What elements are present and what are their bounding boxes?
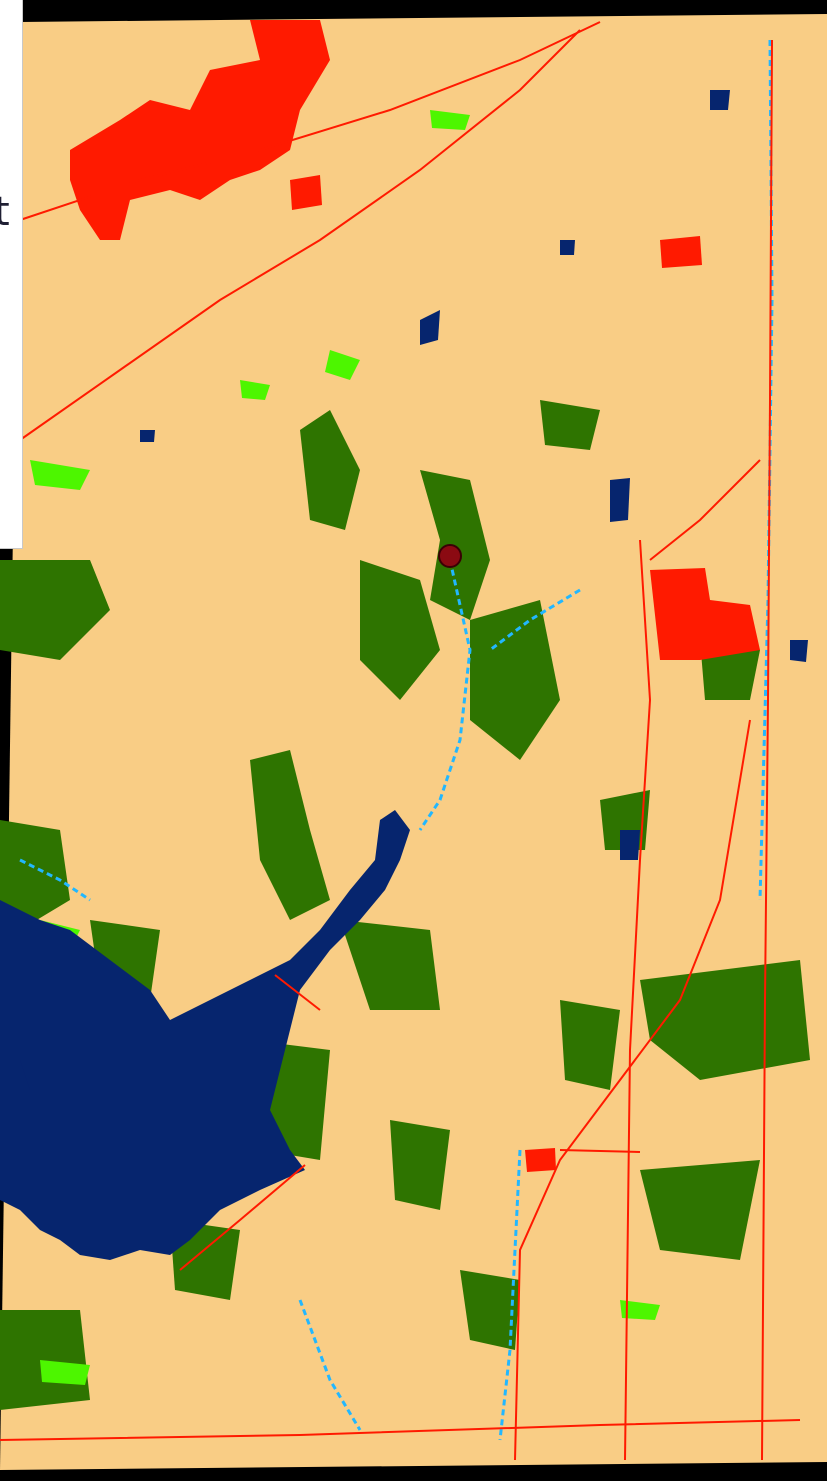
road bbox=[0, 1419, 801, 1441]
forest-patch bbox=[560, 1000, 620, 1090]
stream-trace bbox=[489, 588, 581, 652]
forest-patch bbox=[0, 560, 110, 660]
road-layer bbox=[0, 21, 801, 1461]
road bbox=[19, 29, 581, 441]
forest-patch bbox=[0, 1310, 90, 1410]
reservoir-lake bbox=[0, 810, 410, 1260]
road bbox=[19, 21, 601, 221]
road bbox=[559, 1149, 641, 1153]
grassland-patch bbox=[30, 460, 90, 490]
forest-patch bbox=[540, 400, 600, 450]
grassland-patch bbox=[40, 1360, 90, 1385]
forest-patch bbox=[250, 750, 330, 920]
road bbox=[514, 719, 751, 1461]
grassland-patch bbox=[240, 380, 270, 400]
pond bbox=[140, 430, 155, 442]
forest-patch bbox=[390, 1120, 450, 1210]
pond bbox=[620, 830, 640, 860]
forest-patch bbox=[360, 560, 440, 700]
pond bbox=[560, 240, 575, 255]
grassland-patch bbox=[430, 110, 470, 130]
inset-panel: t bbox=[0, 0, 23, 549]
forest-patch bbox=[0, 820, 70, 930]
urban-area bbox=[525, 1148, 556, 1172]
road bbox=[179, 1164, 306, 1271]
urban-area bbox=[290, 175, 322, 210]
urban-area bbox=[660, 236, 702, 268]
forest-patch bbox=[420, 470, 490, 620]
urban-layer bbox=[70, 20, 760, 1172]
forest-patch bbox=[300, 410, 360, 530]
stream-trace bbox=[498, 1149, 522, 1441]
road bbox=[649, 459, 761, 561]
lake-arm bbox=[0, 1050, 30, 1110]
forest-patch bbox=[640, 1160, 760, 1260]
forest-patch bbox=[640, 960, 810, 1080]
pond-layer bbox=[140, 90, 808, 860]
pond bbox=[790, 640, 808, 662]
stream-trace bbox=[298, 1299, 362, 1431]
inset-clipped-text: t bbox=[0, 192, 10, 232]
urban-area bbox=[70, 20, 330, 240]
forest-patch bbox=[340, 920, 440, 1010]
stream-trace bbox=[418, 559, 472, 831]
road bbox=[274, 974, 321, 1011]
pond bbox=[420, 310, 440, 345]
pond bbox=[610, 478, 630, 522]
grassland-patch bbox=[620, 1300, 660, 1320]
site-marker-dot bbox=[438, 544, 462, 568]
grassland-patch bbox=[325, 350, 360, 380]
stream-trace bbox=[19, 858, 91, 902]
pond bbox=[710, 90, 730, 110]
urban-area bbox=[650, 568, 760, 660]
forest-patch bbox=[460, 1270, 520, 1350]
road bbox=[761, 39, 773, 1461]
road bbox=[624, 539, 652, 1461]
forest-patch bbox=[470, 600, 560, 760]
